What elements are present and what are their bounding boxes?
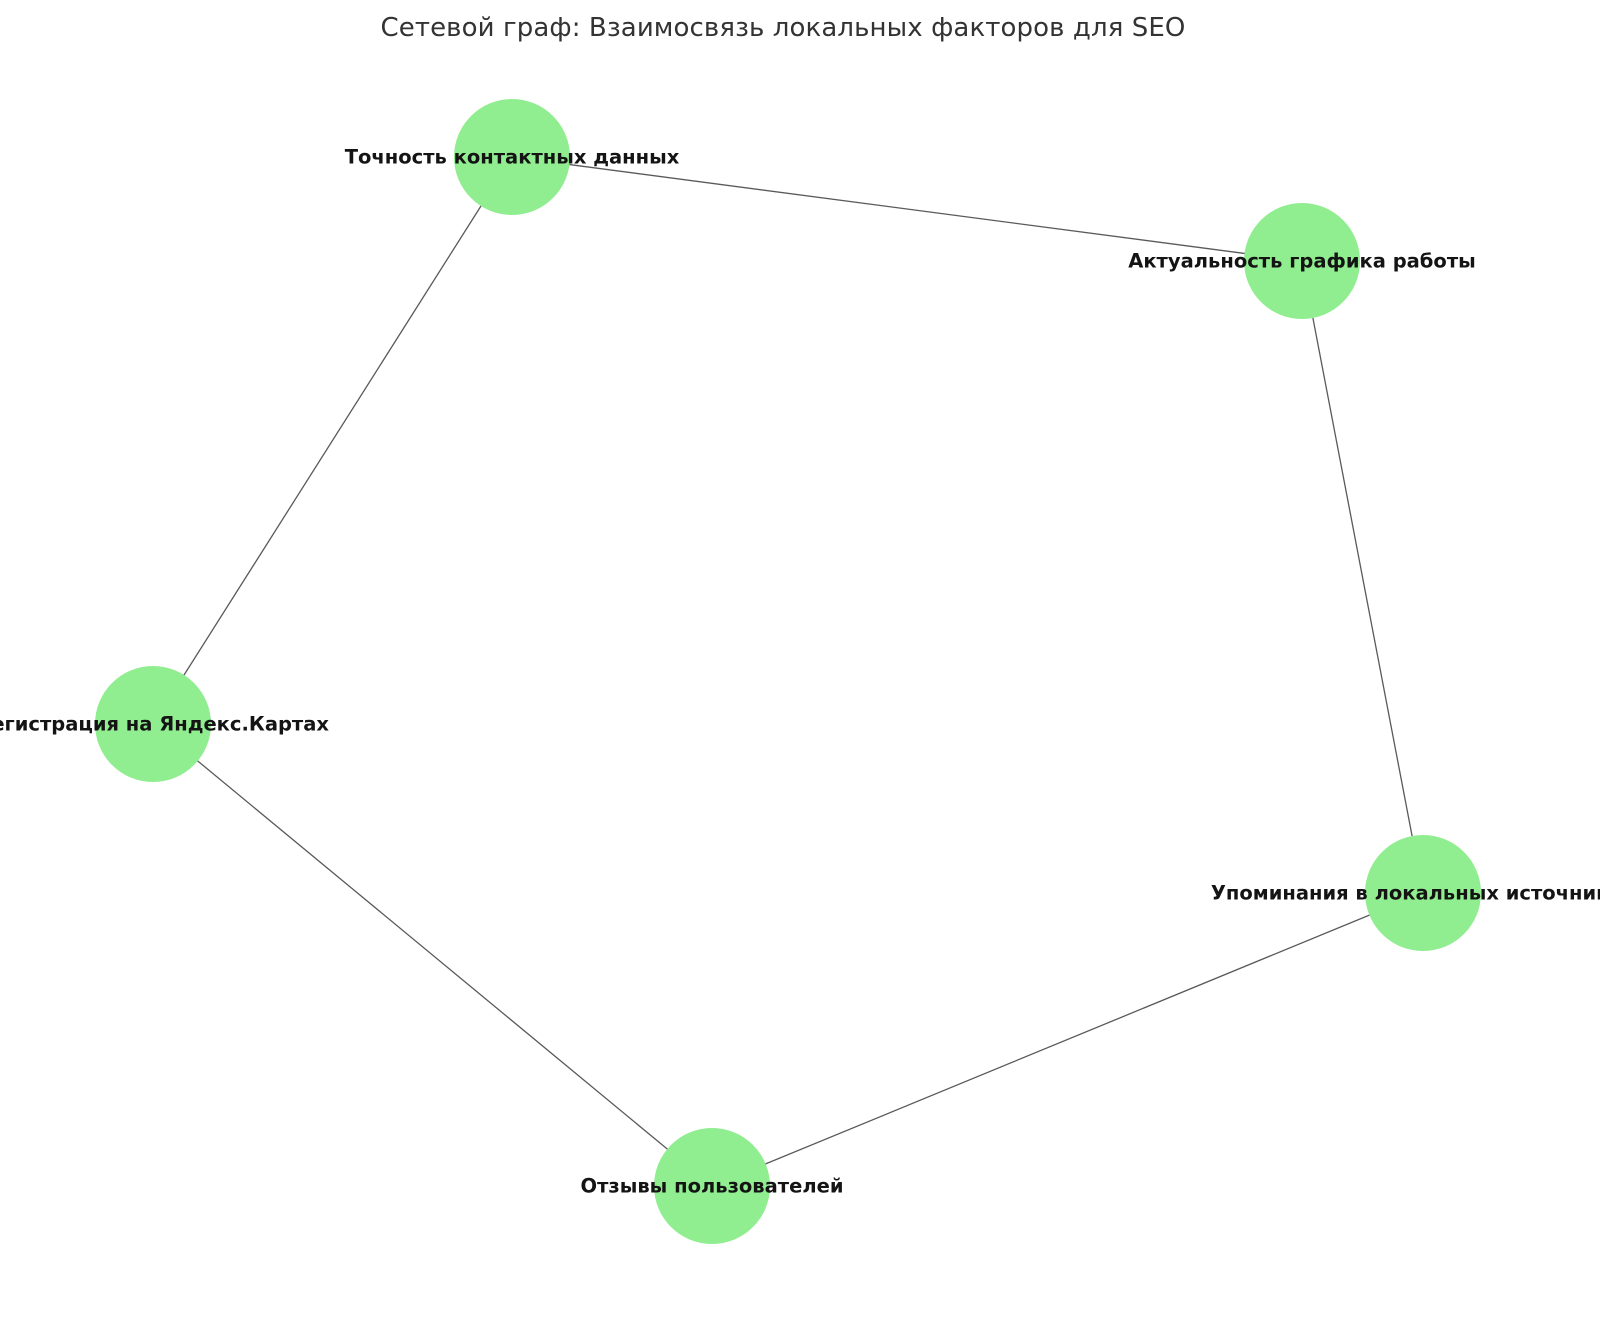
graph-node[interactable] bbox=[1244, 203, 1360, 319]
graph-edge bbox=[568, 163, 1246, 255]
graph-node[interactable] bbox=[654, 1128, 770, 1244]
graph-node[interactable] bbox=[95, 666, 211, 782]
graph-edge bbox=[197, 760, 668, 1150]
graph-edge bbox=[1312, 317, 1413, 837]
page-title: Сетевой граф: Взаимосвязь локальных факт… bbox=[380, 13, 1186, 43]
graph-node[interactable] bbox=[1365, 835, 1481, 951]
graph-node[interactable] bbox=[454, 99, 570, 215]
graph-edge bbox=[183, 205, 482, 676]
graph-edge bbox=[764, 914, 1371, 1165]
